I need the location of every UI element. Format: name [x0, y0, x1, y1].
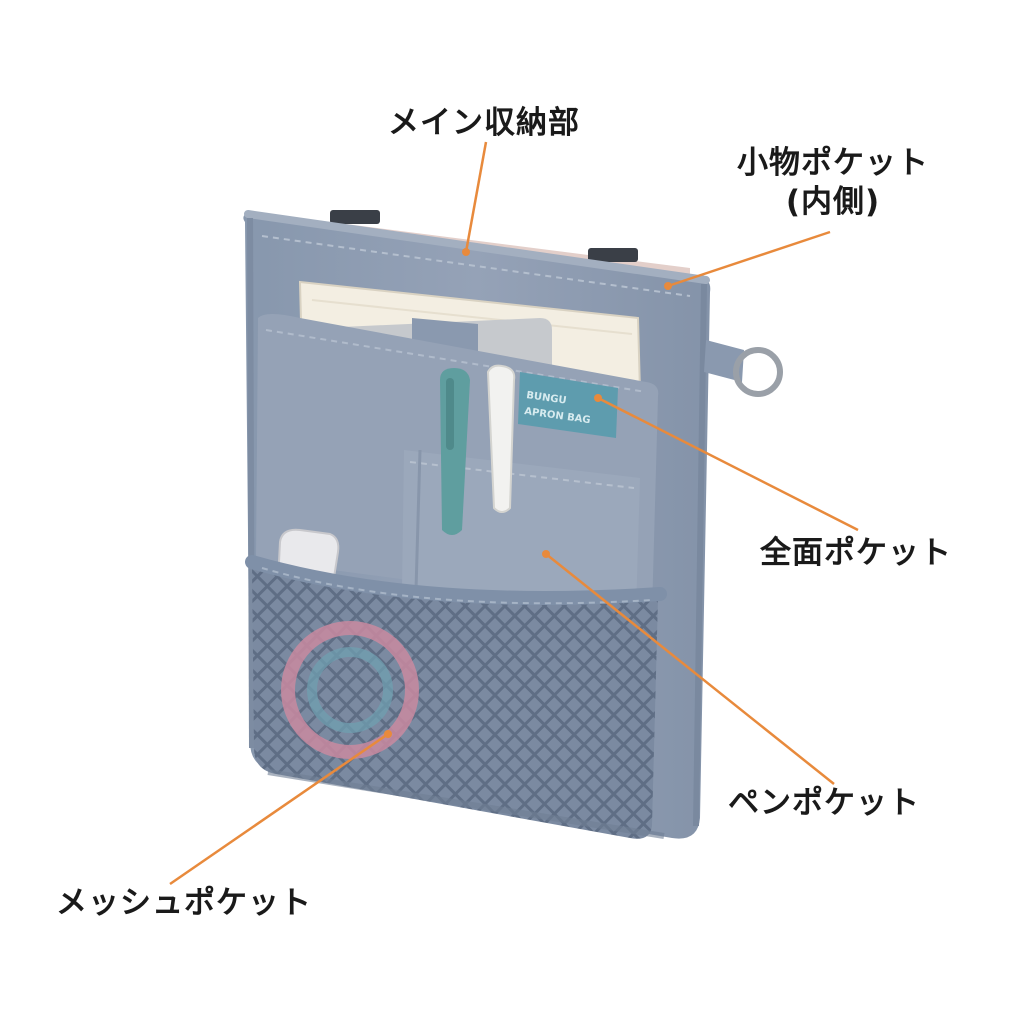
- leader-pen-pocket: [545, 553, 835, 785]
- white-pen: [486, 364, 516, 513]
- d-ring: [733, 347, 783, 397]
- brand-tag: [518, 372, 618, 438]
- top-binding: [244, 210, 710, 284]
- label-main-compartment: メイン収納部: [388, 105, 580, 141]
- leader-main: [464, 141, 488, 253]
- leader-full-pocket: [597, 396, 859, 532]
- mesh-binding: [245, 555, 667, 605]
- leader-mesh-pocket: [169, 732, 389, 886]
- right-edge: [693, 283, 707, 827]
- label-pen-pocket: ペンポケット: [728, 785, 920, 821]
- leader-lines: [169, 141, 859, 886]
- label-small-pocket: 小物ポケット (内側): [728, 144, 938, 222]
- left-edge: [247, 217, 255, 749]
- label-small-pocket-line2: (内側): [785, 183, 881, 220]
- label-mesh-pocket: メッシュポケット: [56, 885, 312, 921]
- leader-small-pocket: [667, 230, 831, 288]
- tape-roll: [281, 621, 419, 759]
- back-clip-right: [588, 248, 638, 262]
- label-full-pocket: 全面ポケット: [760, 535, 952, 571]
- label-small-pocket-line1: 小物ポケット: [737, 145, 929, 181]
- back-clip-left: [330, 210, 380, 224]
